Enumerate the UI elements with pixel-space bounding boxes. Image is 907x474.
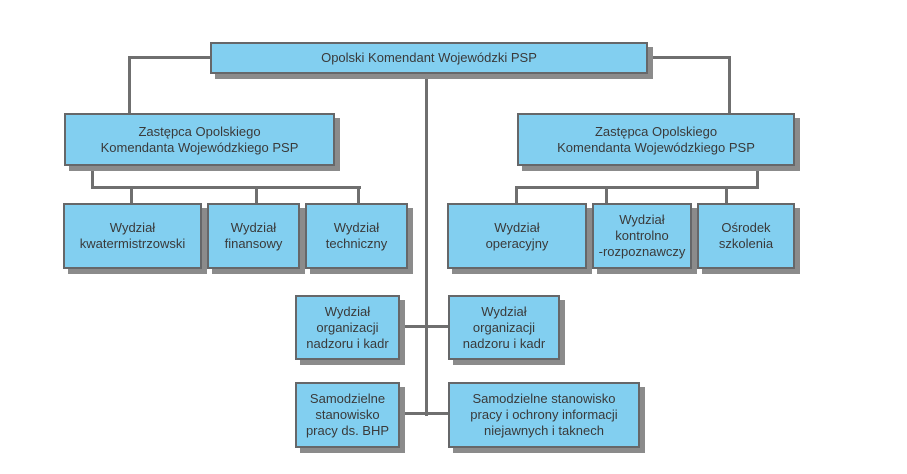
connector-top-right-horizontal: [646, 56, 731, 59]
node-dept-quartermaster: Wydział kwatermistrzowski: [63, 203, 202, 269]
connector-left-drop-2: [255, 186, 258, 204]
node-training-center: Ośrodek szkolenia: [697, 203, 795, 269]
node-dept-org-left: Wydział organizacji nadzoru i kadr: [295, 295, 400, 360]
connector-left-drop-3: [357, 186, 360, 204]
connector-top-left-horizontal: [129, 56, 211, 59]
node-classified-info: Samodzielne stanowisko pracy i ochrony i…: [448, 382, 640, 448]
connector-row4-stub: [398, 325, 448, 328]
node-dept-finance: Wydział finansowy: [207, 203, 300, 269]
connector-right-drop-1: [515, 186, 518, 204]
node-dept-operations: Wydział operacyjny: [447, 203, 587, 269]
connector-right-drop-3: [725, 186, 728, 204]
connector-row5-stub: [398, 412, 448, 415]
connector-left-deputy-drop: [91, 164, 94, 189]
connector-top-right-vertical: [728, 56, 731, 114]
node-bhp: Samodzielne stanowisko pracy ds. BHP: [295, 382, 400, 448]
node-dept-org-right: Wydział organizacji nadzoru i kadr: [448, 295, 560, 360]
node-deputy-left: Zastępca Opolskiego Komendanta Wojewódzk…: [64, 113, 335, 166]
connector-right-drop-2: [605, 186, 608, 204]
connector-center-spine: [425, 72, 428, 416]
connector-top-left-vertical: [128, 56, 131, 114]
node-dept-technical: Wydział techniczny: [305, 203, 408, 269]
connector-right-deputy-drop: [756, 164, 759, 189]
node-dept-control: Wydział kontrolno -rozpoznawczy: [592, 203, 692, 269]
node-commander: Opolski Komendant Wojewódzki PSP: [210, 42, 648, 74]
connector-left-distribution: [91, 186, 361, 189]
node-deputy-right: Zastępca Opolskiego Komendanta Wojewódzk…: [517, 113, 795, 166]
connector-right-distribution: [515, 186, 759, 189]
connector-left-drop-1: [130, 186, 133, 204]
